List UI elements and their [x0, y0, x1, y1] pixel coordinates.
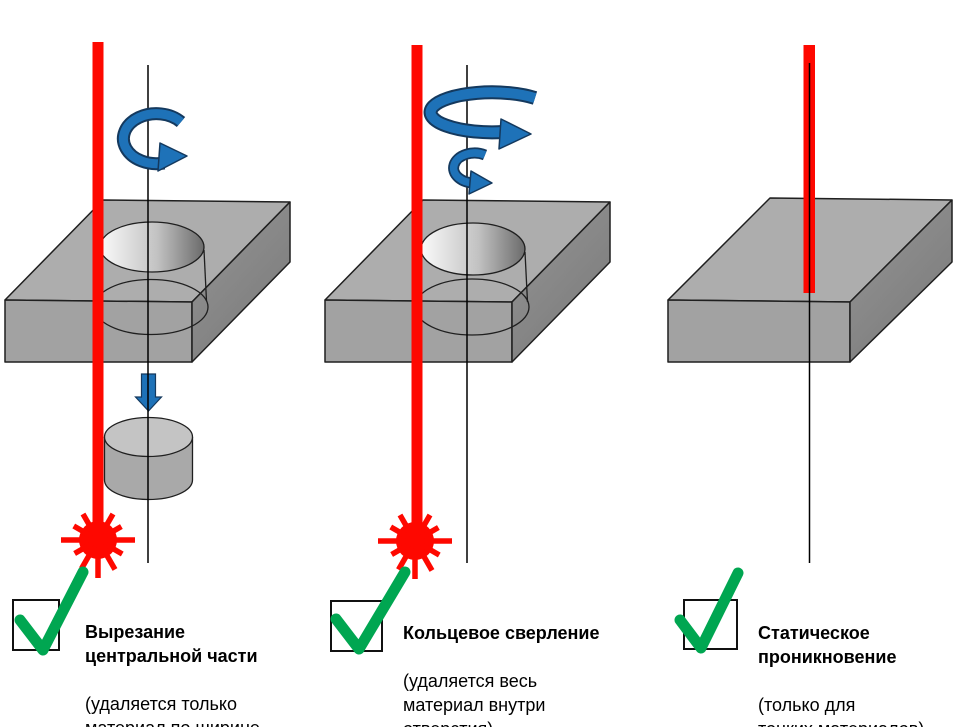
caption-text: Кольцевое сверление (удаляется весь мате… [403, 597, 631, 727]
panel-cut-out-center [4, 42, 291, 578]
green-checkmark-icon [330, 566, 411, 655]
large-orbit-arrow-icon [423, 85, 538, 150]
rotation-arrow-icon [116, 107, 188, 172]
method-subtitle: (удаляется весь материал внутри отверсти… [403, 671, 546, 727]
caption-static-piercing: Статическое проникновение (только для то… [640, 567, 956, 727]
caption-text: Статическое проникновение (только для то… [758, 597, 956, 727]
panel-static-piercing [667, 45, 953, 563]
caption-ring-drilling: Кольцевое сверление (удаляется весь мате… [318, 566, 640, 727]
method-title: Статическое проникновение [758, 623, 897, 667]
laser-beam [92, 42, 104, 539]
caption-text: Вырезание центральной части (удаляется т… [85, 596, 300, 727]
green-checkmark-icon [14, 566, 89, 656]
small-rotation-arrow-icon [448, 147, 493, 195]
laser-beam [411, 45, 423, 539]
diagram-canvas [4, 42, 953, 590]
method-title: Кольцевое сверление [403, 623, 600, 643]
panel-ring-drilling [324, 45, 611, 579]
method-subtitle: (удаляется только материал по ширине рез… [85, 694, 260, 727]
method-subtitle: (только для тонких материалов) [758, 695, 924, 727]
green-checkmark-icon [674, 567, 744, 654]
laser-focus-starburst-icon [61, 514, 135, 578]
caption-cut-out-center: Вырезание центральной части (удаляется т… [0, 566, 318, 727]
method-title: Вырезание центральной части [85, 622, 258, 666]
